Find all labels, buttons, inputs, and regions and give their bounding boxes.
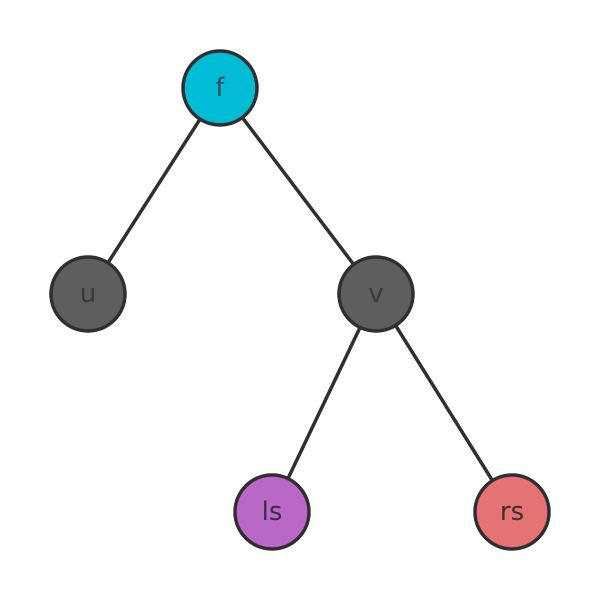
node-rs-label: rs bbox=[500, 497, 524, 527]
node-v: v bbox=[337, 255, 415, 333]
edge-v-rs bbox=[393, 323, 495, 483]
tree-nodes: f u v ls rs bbox=[49, 49, 551, 551]
node-rs-circle bbox=[473, 473, 551, 551]
node-u-label: u bbox=[80, 279, 96, 309]
node-v-circle bbox=[337, 255, 415, 333]
edge-f-v bbox=[240, 115, 356, 267]
edge-v-ls bbox=[286, 325, 362, 481]
node-v-label: v bbox=[368, 279, 383, 309]
node-u: u bbox=[49, 255, 127, 333]
edge-f-u bbox=[106, 117, 202, 265]
node-rs: rs bbox=[473, 473, 551, 551]
node-f-label: f bbox=[215, 73, 225, 103]
node-u-circle bbox=[49, 255, 127, 333]
node-ls-label: ls bbox=[262, 497, 283, 527]
node-f: f bbox=[181, 49, 259, 127]
node-ls: ls bbox=[233, 473, 311, 551]
node-ls-circle bbox=[233, 473, 311, 551]
node-f-circle bbox=[181, 49, 259, 127]
tree-edges bbox=[106, 115, 495, 483]
